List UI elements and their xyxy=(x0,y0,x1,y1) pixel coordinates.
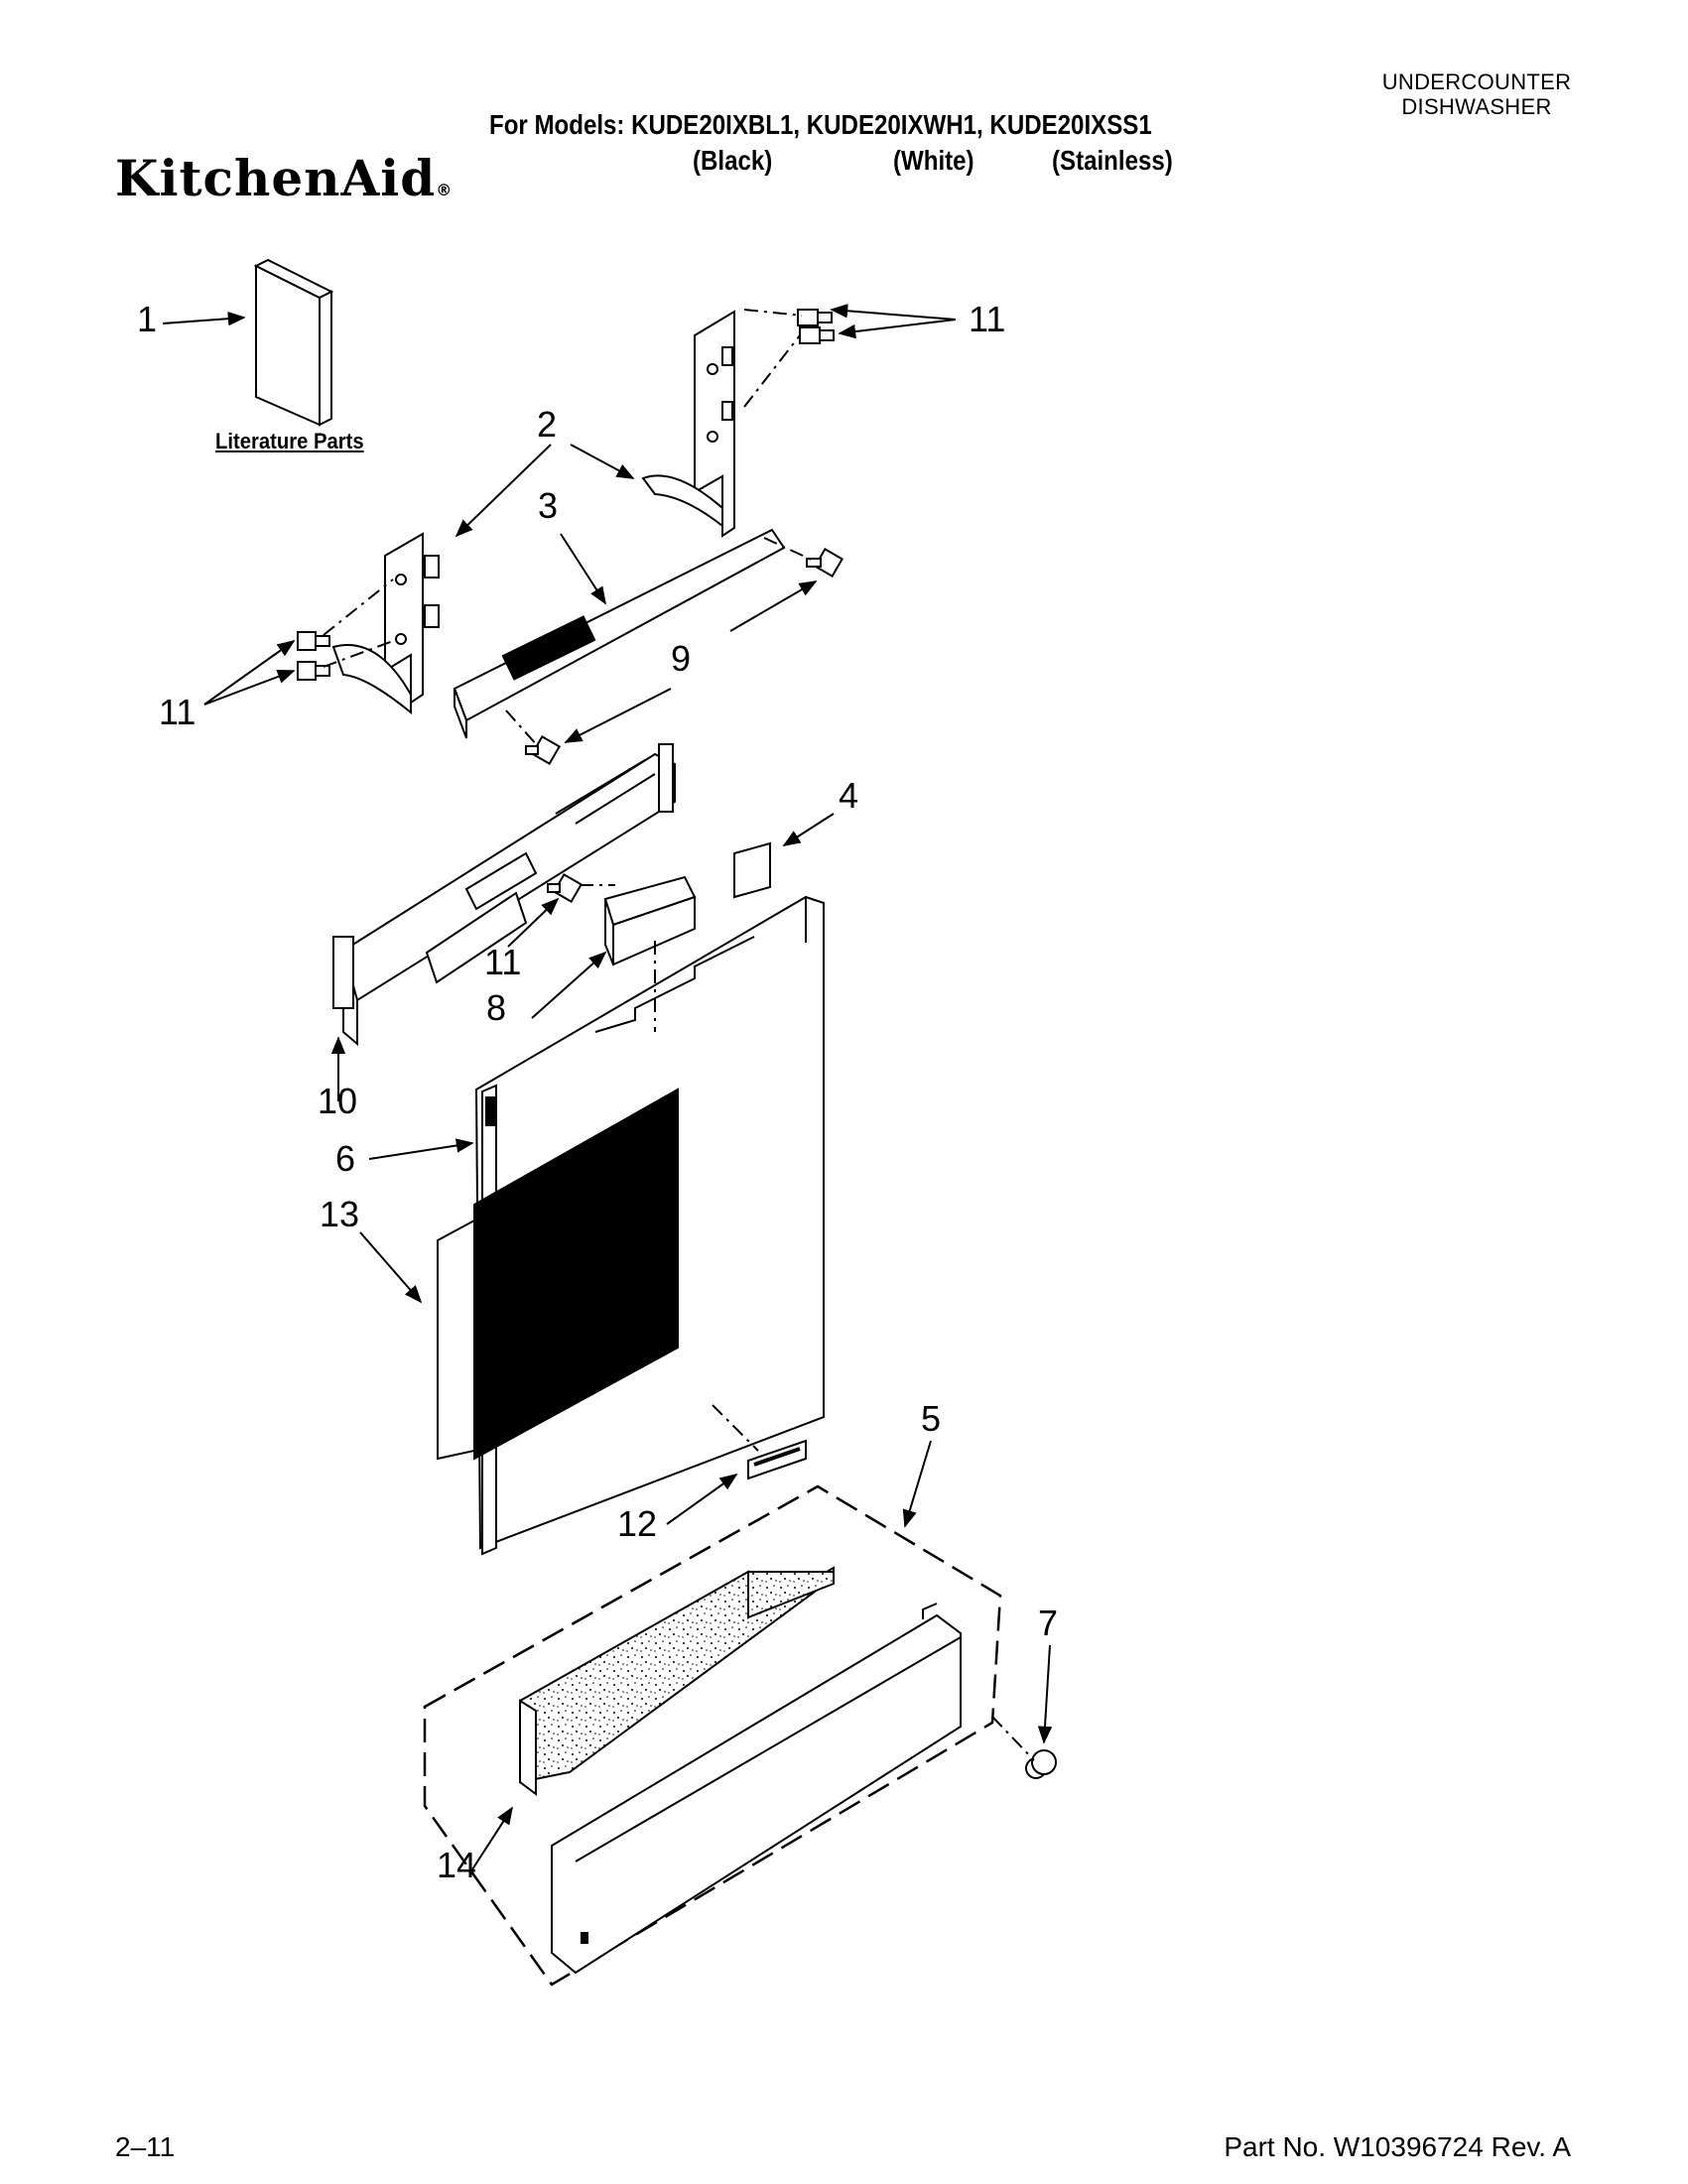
models-line: For Models: KUDE20IXBL1, KUDE20IXWH1, KU… xyxy=(489,109,1152,140)
callout-4: 4 xyxy=(839,775,859,816)
variant-stainless: (Stainless) xyxy=(1052,145,1173,176)
callout-9: 9 xyxy=(671,638,692,679)
registered-mark: ® xyxy=(436,181,454,199)
alignment-lines xyxy=(323,309,1035,1761)
callout-3: 3 xyxy=(538,485,559,526)
callout-12: 12 xyxy=(617,1503,658,1544)
page-number: 2–11 xyxy=(115,2131,176,2162)
callout-7: 7 xyxy=(1038,1603,1059,1643)
brand-logo: KitchenAid® xyxy=(115,149,453,207)
product-category: UNDERCOUNTER DISHWASHER xyxy=(1381,69,1572,119)
variant-white: (White) xyxy=(893,145,974,176)
callout-10: 10 xyxy=(318,1081,358,1121)
callout-5: 5 xyxy=(921,1398,942,1439)
callout-11-center: 11 xyxy=(484,942,522,982)
screws xyxy=(297,309,844,904)
callout-13: 13 xyxy=(320,1194,360,1234)
callout-8: 8 xyxy=(486,987,507,1028)
small-pad xyxy=(733,841,771,899)
callout-6: 6 xyxy=(335,1138,356,1179)
leader-arrows xyxy=(162,304,1053,1870)
callout-2: 2 xyxy=(537,404,558,445)
callout-14: 14 xyxy=(437,1845,477,1885)
callout-11-top: 11 xyxy=(969,299,1006,339)
door-handle xyxy=(603,875,697,966)
callout-1: 1 xyxy=(137,299,158,339)
mounting-bracket-right xyxy=(641,310,735,538)
top-trim-strip xyxy=(453,528,786,739)
brand-name: KitchenAid xyxy=(115,149,437,207)
callout-11-left: 11 xyxy=(159,692,196,732)
black-door-panel xyxy=(437,1088,679,1461)
toe-kick-assembly xyxy=(423,1484,1002,1987)
literature-booklet xyxy=(253,258,334,427)
brand-badge xyxy=(747,1439,807,1480)
control-console xyxy=(332,743,676,1047)
part-number: Part No. W10396724 Rev. A xyxy=(1224,2131,1571,2162)
variant-black: (Black) xyxy=(693,145,773,176)
literature-parts-label: Literature Parts xyxy=(215,429,364,453)
mounting-bracket-left xyxy=(331,532,440,715)
toe-kick-screw xyxy=(1025,1749,1057,1779)
toe-kick-panel xyxy=(551,1613,962,1975)
